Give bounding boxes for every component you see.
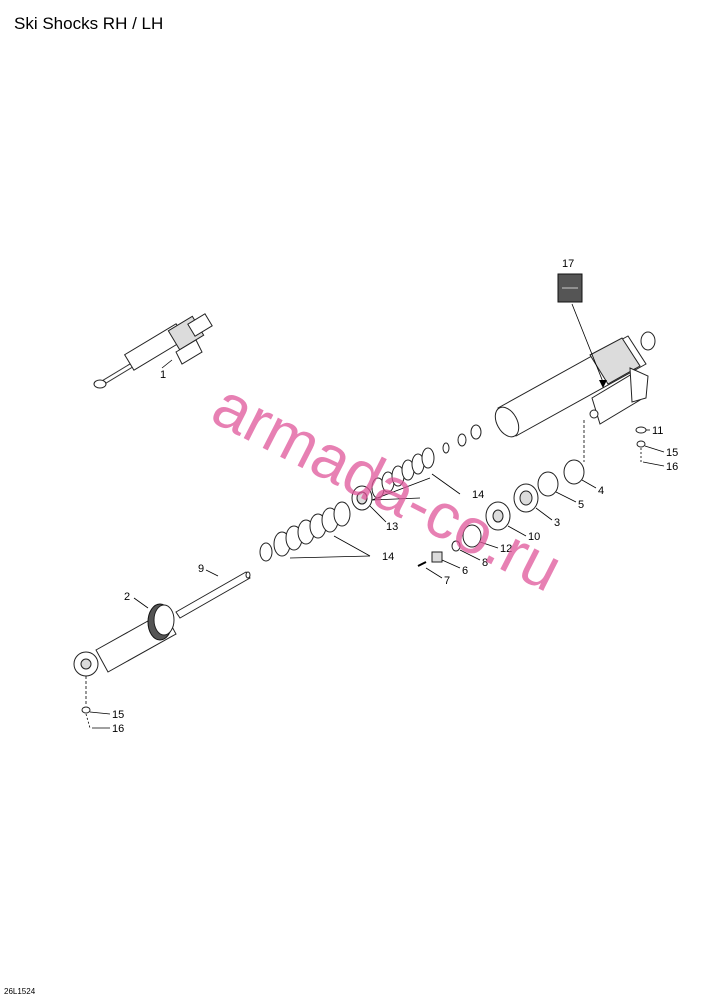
callout-2: 2 (124, 591, 130, 603)
callout-8: 8 (482, 557, 488, 569)
callout-6: 6 (462, 565, 468, 577)
callout-15-lower: 15 (112, 709, 124, 721)
part-15-washer-lower[interactable] (81, 706, 91, 714)
part-1-shock-assembly[interactable] (93, 313, 213, 389)
callout-15-upper: 15 (666, 447, 678, 459)
callout-10: 10 (528, 531, 540, 543)
part-16-bolt-lower[interactable] (85, 713, 91, 729)
part-4-membrane[interactable] (563, 459, 585, 485)
part-13-piston[interactable] (351, 485, 373, 511)
callout-14-upper: 14 (472, 489, 484, 501)
callout-4: 4 (598, 485, 604, 497)
page-title: Ski Shocks RH / LH (14, 14, 164, 33)
part-14-lower-spring-stack[interactable] (259, 501, 351, 562)
part-9-shaft[interactable] (175, 571, 251, 619)
arrow-icon (599, 380, 607, 388)
callout-13: 13 (386, 521, 398, 533)
callout-16-lower: 16 (112, 723, 124, 735)
callout-16-upper: 16 (666, 461, 678, 473)
callout-3: 3 (554, 517, 560, 529)
callout-9: 9 (198, 563, 204, 575)
part-15-washer-upper[interactable] (636, 440, 646, 448)
part-12-disc[interactable] (462, 524, 482, 548)
part-10-cap[interactable] (485, 501, 511, 531)
part-17-shock-body[interactable] (490, 331, 656, 441)
small-washers-upper[interactable] (442, 424, 482, 454)
callout-1: 1 (160, 369, 166, 381)
callout-5: 5 (578, 499, 584, 511)
figure-code: 26L1524 (4, 987, 36, 996)
part-2-lower-body[interactable] (73, 603, 177, 677)
part-3-bushing[interactable] (513, 483, 539, 513)
callout-12: 12 (500, 543, 512, 555)
part-7-screw[interactable] (417, 561, 427, 567)
part-5-o-ring[interactable] (537, 471, 559, 497)
callout-14-lower: 14 (382, 551, 394, 563)
callout-11: 11 (652, 425, 663, 437)
callout-7: 7 (444, 575, 450, 587)
callout-17: 17 (562, 258, 574, 270)
part-6-valve[interactable] (431, 551, 443, 563)
part-11-nut-upper[interactable] (635, 426, 647, 434)
part-8-small-disc[interactable] (451, 540, 461, 552)
part-14-upper-spring-stack[interactable] (371, 447, 435, 499)
